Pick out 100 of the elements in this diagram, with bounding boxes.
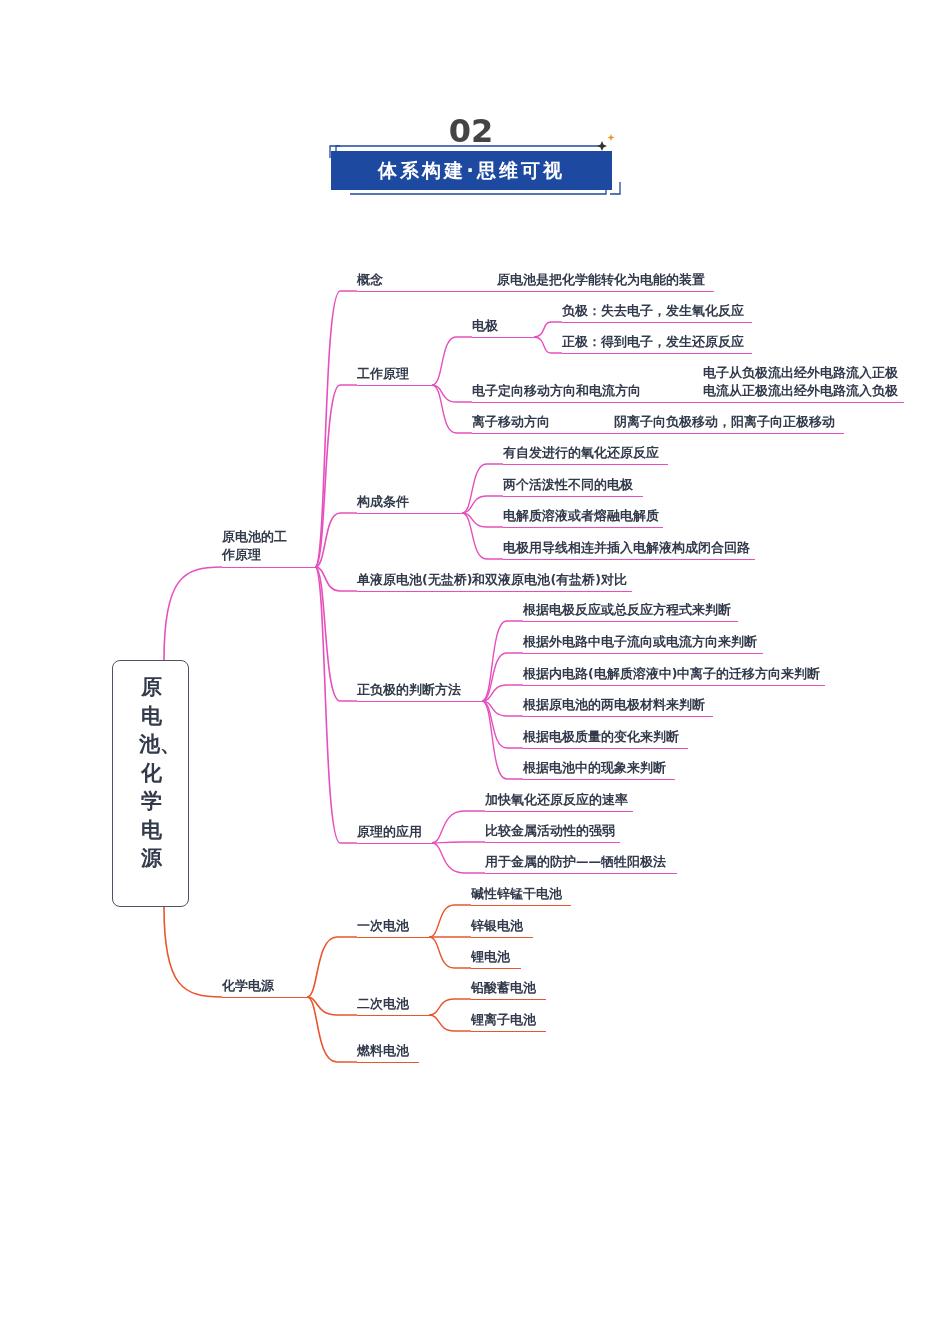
branch-line bbox=[461, 463, 504, 514]
underlined-topic bbox=[471, 1011, 546, 1032]
underlined-topic bbox=[222, 977, 307, 998]
underlined-topic bbox=[485, 853, 677, 874]
underlined-topic bbox=[485, 791, 633, 812]
branch-line bbox=[306, 996, 358, 1016]
underlined-topic bbox=[523, 633, 763, 654]
topic-text: 概念 bbox=[357, 272, 383, 288]
branch-line bbox=[431, 336, 473, 386]
underlined-topic bbox=[503, 539, 755, 560]
topic-text: 两个活泼性不同的电极 bbox=[503, 477, 633, 493]
underlined-topic bbox=[472, 413, 844, 434]
branch-line bbox=[314, 384, 358, 568]
topic-text: 单液原电池(无盐桥)和双液原电池(有盐桥)对比 bbox=[357, 572, 627, 588]
underlined-topic bbox=[485, 822, 620, 843]
topic-text: 锂离子电池 bbox=[471, 1012, 536, 1028]
branch-line bbox=[481, 620, 524, 702]
underlined-topic bbox=[357, 995, 429, 1016]
branch-line bbox=[306, 936, 358, 998]
underlined-topic bbox=[357, 271, 714, 292]
underlined-topic bbox=[471, 917, 533, 938]
branch-line bbox=[481, 700, 524, 780]
topic-text: 电流从正极流出经外电路流入负极 bbox=[703, 383, 898, 399]
branch-line bbox=[461, 495, 504, 514]
topic-text: 根据内电路(电解质溶液中)中离子的迁移方向来判断 bbox=[523, 666, 821, 682]
topic-text: 根据电池中的现象来判断 bbox=[523, 760, 666, 776]
topic-text: 正极：得到电子，发生还原反应 bbox=[562, 334, 744, 350]
underlined-topic bbox=[357, 917, 429, 938]
underlined-topic bbox=[562, 333, 752, 354]
root-topic-box bbox=[112, 660, 189, 907]
title-banner: 体系构建·思维可视 bbox=[331, 151, 612, 190]
underlined-topic bbox=[222, 527, 315, 568]
underlined-topic bbox=[357, 823, 432, 844]
topic-text: 电子从负极流出经外电路流入正极 bbox=[703, 365, 898, 381]
branch-line bbox=[533, 336, 563, 354]
underlined-topic bbox=[471, 979, 546, 1000]
topic-text: 负极：失去电子，发生氧化反应 bbox=[562, 303, 744, 319]
branch-line bbox=[428, 936, 472, 969]
topic-text: 电极用导线相连并插入电解液构成闭合回路 bbox=[503, 540, 750, 556]
topic-text: 锌银电池 bbox=[471, 918, 523, 934]
topic-text: 正负极的判断方法 bbox=[357, 682, 461, 698]
branch-line bbox=[428, 936, 472, 938]
topic-text: 根据原电池的两电极材料来判断 bbox=[523, 697, 705, 713]
topic-text: 工作原理 bbox=[357, 366, 409, 382]
section-number: 02 bbox=[447, 112, 495, 150]
topic-text: 电子定向移动方向和电流方向 bbox=[472, 383, 641, 399]
underlined-topic bbox=[471, 948, 521, 969]
underlined-topic bbox=[523, 759, 675, 780]
topic-text: 离子移动方向 bbox=[472, 414, 550, 430]
topic-text: 根据电极反应或总反应方程式来判断 bbox=[523, 602, 731, 618]
underlined-topic bbox=[471, 885, 571, 906]
branch-line bbox=[431, 842, 486, 874]
topic-text: 根据外电路中电子流向或电流方向来判断 bbox=[523, 634, 757, 650]
topic-text: 有自发进行的氧化还原反应 bbox=[503, 445, 659, 461]
underlined-topic bbox=[357, 1042, 419, 1063]
topic-text: 电极 bbox=[472, 318, 498, 334]
underlined-topic bbox=[523, 696, 713, 717]
topic-text: 一次电池 bbox=[357, 918, 409, 934]
topic-text: 铅酸蓄电池 bbox=[471, 980, 536, 996]
branch-line bbox=[481, 684, 524, 702]
underlined-topic bbox=[503, 444, 668, 465]
underlined-topic bbox=[357, 365, 432, 386]
topic-text: 比较金属活动性的强弱 bbox=[485, 823, 615, 839]
underlined-topic bbox=[357, 493, 462, 514]
underlined-topic bbox=[562, 302, 752, 323]
underlined-topic bbox=[503, 476, 643, 497]
topic-text: 原电池是把化学能转化为电能的装置 bbox=[497, 272, 705, 288]
topic-text: 阴离子向负极移动，阳离子向正极移动 bbox=[614, 414, 835, 430]
branch-line bbox=[461, 512, 504, 560]
topic-text: 电解质溶液或者熔融电解质 bbox=[503, 508, 659, 524]
topic-text: 化学电源 bbox=[222, 978, 274, 994]
branch-line bbox=[481, 652, 524, 702]
branch-line bbox=[533, 321, 563, 338]
underlined-topic bbox=[357, 571, 632, 592]
branch-line bbox=[314, 566, 358, 702]
topic-text: 用于金属的防护——牺牲阳极法 bbox=[485, 854, 666, 870]
topic-text: 燃料电池 bbox=[357, 1043, 409, 1059]
branch-line bbox=[314, 566, 358, 844]
underlined-topic bbox=[472, 317, 534, 338]
branch-line bbox=[306, 996, 358, 1063]
branch-line bbox=[314, 566, 358, 592]
topic-text: 原理的应用 bbox=[357, 824, 422, 840]
topic-text: 加快氧化还原反应的速率 bbox=[485, 792, 628, 808]
topic-text: 原电池的工作原理 bbox=[222, 528, 288, 564]
branch-line bbox=[428, 998, 472, 1016]
topic-text: 构成条件 bbox=[357, 494, 409, 510]
branch-line bbox=[163, 906, 223, 998]
underlined-topic bbox=[523, 601, 738, 622]
topic-text: 锂电池 bbox=[471, 949, 510, 965]
branch-line bbox=[481, 700, 524, 749]
topic-text: 根据电极质量的变化来判断 bbox=[523, 729, 679, 745]
branch-line bbox=[163, 566, 223, 661]
branch-line bbox=[428, 1014, 472, 1032]
branch-line bbox=[314, 512, 358, 568]
branch-line bbox=[431, 841, 486, 844]
underlined-topic bbox=[357, 681, 482, 702]
topic-text: 碱性锌锰干电池 bbox=[471, 886, 562, 902]
topic-text: 二次电池 bbox=[357, 996, 409, 1012]
underlined-topic bbox=[523, 728, 688, 749]
branch-line bbox=[431, 384, 473, 434]
